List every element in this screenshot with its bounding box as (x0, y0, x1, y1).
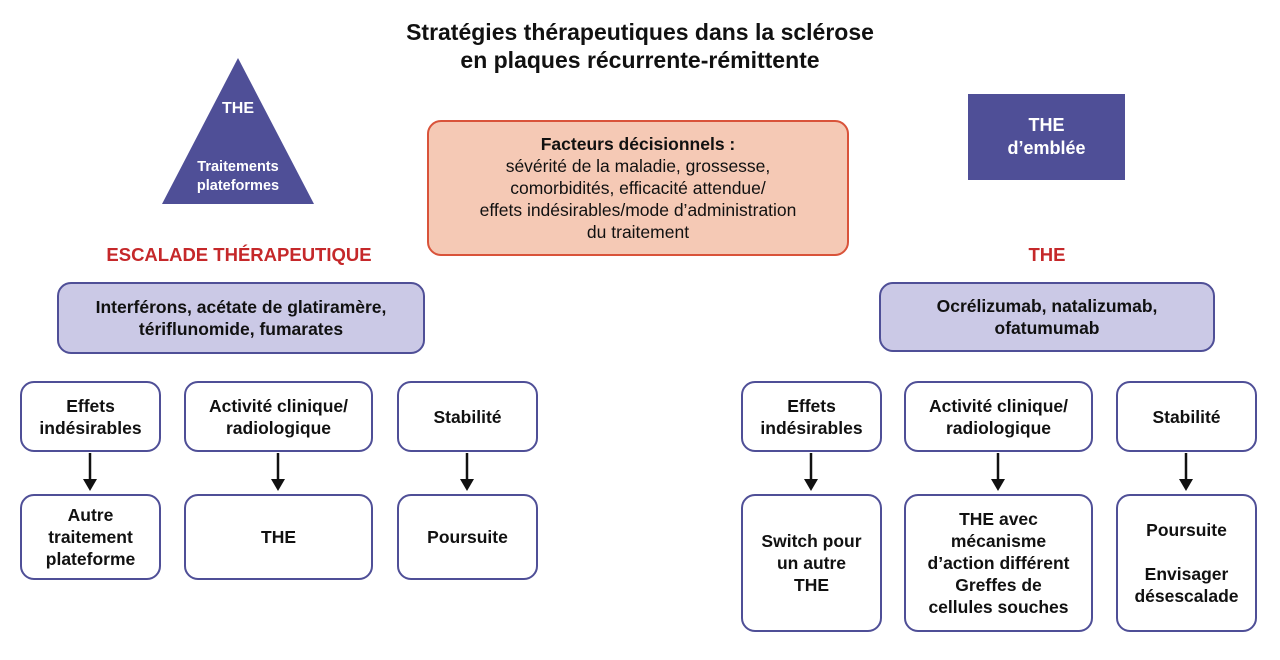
decision-factor-line: effets indésirables/mode d’administratio… (479, 200, 797, 220)
left-trigger-clinical-activity: Activité clinique/ radiologique (184, 381, 373, 452)
title-line-1: Stratégies thérapeutiques dans la scléro… (406, 19, 874, 45)
decision-factors-title: Facteurs décisionnels : (540, 134, 736, 154)
right-trigger-clinical-activity: Activité clinique/ radiologique (904, 381, 1093, 452)
pyramid-top-label: THE (222, 100, 254, 117)
right-outcome-switch: Switch pour un autre THE (741, 494, 882, 632)
node-text-line: radiologique (946, 417, 1051, 438)
pyramid-bottom-line-1: Traitements (197, 159, 279, 175)
node-text-line: indésirables (39, 417, 142, 438)
right-outcome-continue-deescalate: Poursuite Envisager désescalade (1116, 494, 1257, 632)
decision-factor-line: comorbidités, efficacité attendue/ (510, 178, 766, 198)
title-line-2: en plaques récurrente-rémittente (460, 47, 820, 73)
node-text-line: plateforme (45, 549, 136, 569)
node-text-line: désescalade (1134, 586, 1239, 606)
platform-pyramid: THE Traitements plateformes (162, 58, 314, 204)
node-text-line: Greffes de (955, 575, 1042, 595)
right-outcome-different-mechanism: THE avec mécanisme d’action différent Gr… (904, 494, 1093, 632)
high-efficacy-drugs-line-2: ofatumumab (994, 318, 1100, 338)
diagram-title: Stratégies thérapeutiques dans la scléro… (0, 18, 1280, 74)
decision-factor-line: sévérité de la maladie, grossesse, (505, 156, 771, 176)
high-efficacy-drugs-box: Ocrélizumab, natalizumab, ofatumumab (879, 282, 1215, 352)
node-text-line: Autre (67, 505, 114, 525)
escalation-label: ESCALADE THÉRAPEUTIQUE (106, 244, 372, 265)
node-text-line: mécanisme (950, 531, 1047, 551)
node-text-line: Activité clinique/ (208, 395, 349, 416)
right-arrow-1 (804, 453, 818, 491)
left-arrow-1 (83, 453, 97, 491)
right-arrow-3 (1179, 453, 1193, 491)
the-direct-line-1: THE (1028, 115, 1065, 135)
high-efficacy-drugs-line-1: Ocrélizumab, natalizumab, (936, 296, 1158, 316)
node-text-line: radiologique (226, 417, 331, 438)
left-outcome-the: THE (184, 494, 373, 580)
node-text-line: un autre (776, 553, 847, 573)
high-efficacy-label: THE (1028, 244, 1066, 265)
pyramid-triangle-shape (162, 58, 314, 204)
the-direct-line-2: d’emblée (1007, 138, 1086, 158)
node-text-line: Stabilité (1152, 406, 1221, 427)
platform-drugs-box: Interférons, acétate de glatiramère, tér… (57, 282, 425, 354)
node-text-line: Activité clinique/ (928, 395, 1069, 416)
right-trigger-adverse-effects: Effets indésirables (741, 381, 882, 452)
node-text-line: Envisager (1144, 564, 1229, 584)
left-outcome-other-platform: Autre traitement plateforme (20, 494, 161, 580)
left-outcome-continue: Poursuite (397, 494, 538, 580)
node-text-line: THE avec (959, 509, 1038, 529)
node-text-line: Effets (66, 395, 115, 416)
left-trigger-adverse-effects: Effets indésirables (20, 381, 161, 452)
node-text-line: Poursuite (427, 527, 508, 547)
left-trigger-stability: Stabilité (397, 381, 538, 452)
left-arrow-2 (271, 453, 285, 491)
node-text-line: THE (794, 575, 829, 595)
node-text-line: indésirables (760, 417, 863, 438)
platform-drugs-line-2: tériflunomide, fumarates (138, 319, 344, 339)
node-text-line: Stabilité (433, 406, 502, 427)
node-text-line: Effets (787, 395, 836, 416)
the-direct-box: THE d’emblée (968, 94, 1125, 180)
pyramid-bottom-line-2: plateformes (196, 178, 280, 194)
node-text-line: traitement (48, 527, 133, 547)
node-text-line: Switch pour (761, 531, 862, 551)
decision-factors-box: Facteurs décisionnels : sévérité de la m… (427, 120, 849, 256)
decision-factor-line: du traitement (586, 222, 690, 242)
node-text-line: THE (261, 527, 296, 547)
left-arrow-3 (460, 453, 474, 491)
pyramid-bottom-label: Traitements plateformes (162, 158, 314, 196)
platform-drugs-line-1: Interférons, acétate de glatiramère, (95, 297, 387, 317)
node-text-line: cellules souches (928, 597, 1069, 617)
right-arrow-2 (991, 453, 1005, 491)
node-text-line: d’action différent (927, 553, 1070, 573)
node-text-line: Poursuite (1146, 520, 1227, 540)
right-trigger-stability: Stabilité (1116, 381, 1257, 452)
